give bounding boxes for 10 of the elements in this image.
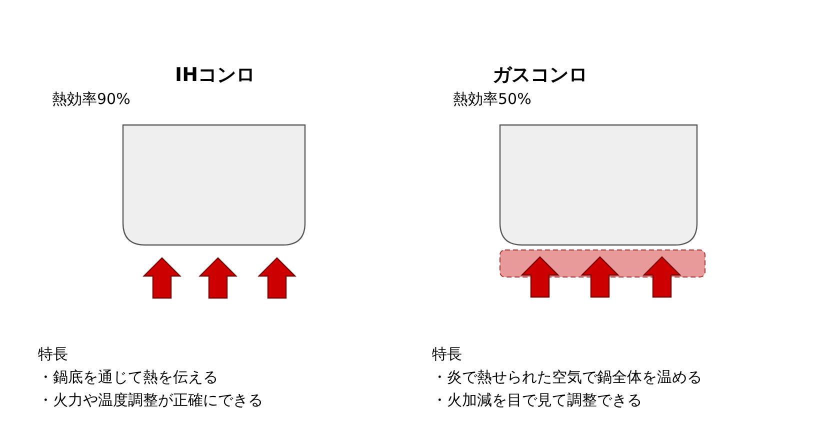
feature-item: ・火力や温度調整が正確にできる — [38, 391, 263, 409]
feature-item: ・鍋底を通じて熱を伝える — [38, 368, 218, 386]
feature-heading: 特長 — [38, 345, 68, 363]
feature-item: ・火加減を目で見て調整できる — [432, 391, 642, 409]
efficiency-text: 熱効率90% — [52, 90, 130, 108]
heading: IHコンロ — [175, 64, 255, 87]
heading: ガスコンロ — [492, 64, 588, 87]
feature-heading: 特長 — [432, 345, 462, 363]
efficiency-text: 熱効率50% — [453, 90, 532, 108]
feature-item: ・炎で熱せられた空気で鍋全体を温める — [432, 368, 702, 386]
